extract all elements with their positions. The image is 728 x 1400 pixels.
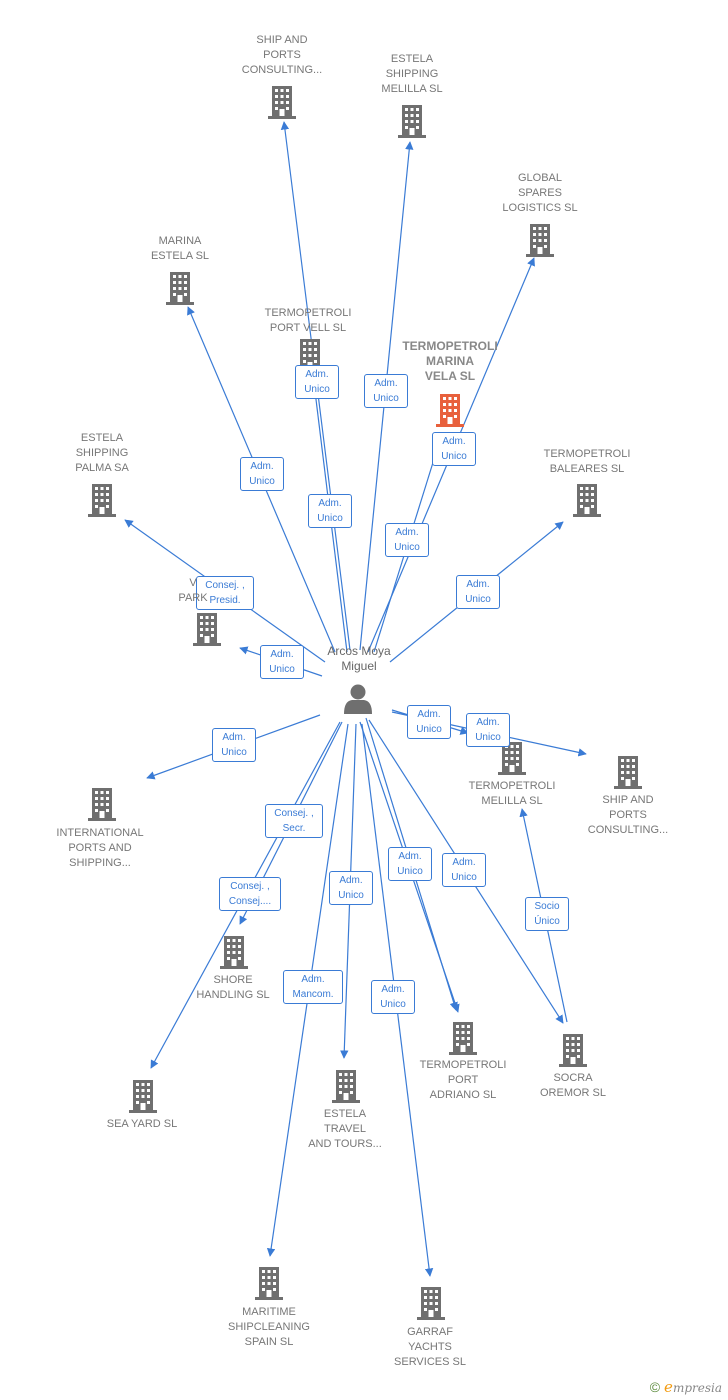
building-icon-sea-yard[interactable] (129, 1080, 157, 1113)
role-label-r3[interactable]: Adm. Unico (432, 432, 476, 466)
company-name-garraf[interactable]: GARRAF YACHTS SERVICES SL (394, 1326, 466, 1368)
role-label-r19[interactable]: Adm. Mancom. (283, 970, 343, 1004)
role-label-r21[interactable]: Socio Único (525, 897, 569, 931)
company-name-shore[interactable]: SHORE HANDLING SL (196, 974, 270, 1001)
company-name-baleares[interactable]: TERMOPETROLI BALEARES SL (543, 448, 631, 475)
empresia-logo: empresia (664, 1378, 722, 1396)
role-label-r16[interactable]: Adm. Unico (329, 871, 373, 905)
company-name-marina-estela[interactable]: MARINA ESTELA SL (150, 235, 210, 262)
building-icon-v-park[interactable] (193, 613, 221, 646)
role-label-r18[interactable]: Adm. Unico (442, 853, 486, 887)
role-label-r9[interactable]: Adm. Unico (260, 645, 304, 679)
company-name-maritime[interactable]: MARITIME SHIPCLEANING SPAIN SL (228, 1306, 310, 1348)
company-name-port-vell[interactable]: TERMOPETROLI PORT VELL SL (264, 307, 352, 334)
company-name-international[interactable]: INTERNATIONAL PORTS AND SHIPPING... (56, 827, 144, 869)
role-label-r17[interactable]: Adm. Unico (388, 847, 432, 881)
company-name-estela-travel[interactable]: ESTELA TRAVEL AND TOURS... (308, 1108, 382, 1150)
company-name-socra[interactable]: SOCRA OREMOR SL (539, 1072, 606, 1099)
person-name[interactable]: Arcos Moya Miguel (327, 644, 391, 673)
copyright-symbol: © (649, 1379, 661, 1395)
company-name-marina-vela[interactable]: TERMOPETROLI MARINA VELA SL (402, 339, 498, 383)
company-name-sea-yard[interactable]: SEA YARD SL (106, 1118, 178, 1130)
role-label-r1[interactable]: Adm. Unico (295, 365, 339, 399)
building-icon-marina-estela[interactable] (166, 272, 194, 305)
building-icon-garraf[interactable] (417, 1287, 445, 1320)
building-icon-estela-travel[interactable] (332, 1070, 360, 1103)
role-label-r20[interactable]: Adm. Unico (371, 980, 415, 1014)
role-label-r12[interactable]: Adm. Unico (466, 713, 510, 747)
role-label-r10[interactable]: Adm. Unico (212, 728, 256, 762)
company-name-global-spares[interactable]: GLOBAL SPARES LOGISTICS SL (502, 172, 578, 214)
role-label-r7[interactable]: Adm. Unico (456, 575, 500, 609)
building-icon-marina-vela[interactable] (436, 394, 464, 427)
building-icon-ship-ports-1[interactable] (268, 86, 296, 119)
company-name-palma[interactable]: ESTELA SHIPPING PALMA SA (75, 432, 129, 474)
building-icon-international[interactable] (88, 788, 116, 821)
building-icon-ship-ports-2[interactable] (614, 756, 642, 789)
person-node[interactable] (344, 684, 372, 715)
building-icon-baleares[interactable] (573, 484, 601, 517)
company-name-ship-ports-1[interactable]: SHIP AND PORTS CONSULTING... (241, 34, 323, 76)
building-icon-shore[interactable] (220, 936, 248, 969)
company-name-estela-melilla[interactable]: ESTELA SHIPPING MELILLA SL (381, 53, 443, 95)
building-icon-socra[interactable] (559, 1034, 587, 1067)
company-name-ship-ports-2[interactable]: SHIP AND PORTS CONSULTING... (587, 794, 669, 836)
person-icon (344, 684, 372, 714)
building-icon-estela-melilla[interactable] (398, 105, 426, 138)
building-icon-palma[interactable] (88, 484, 116, 517)
building-icon-maritime[interactable] (255, 1267, 283, 1300)
role-label-r11[interactable]: Adm. Unico (407, 705, 451, 739)
role-label-r15[interactable]: Consej. , Consej.... (219, 877, 281, 911)
role-label-r8[interactable]: Consej. , Presid. (196, 576, 254, 610)
role-label-r14[interactable]: Consej. , Secr. (265, 804, 323, 838)
company-name-v-park[interactable]: V PARK (178, 577, 208, 604)
role-label-r6[interactable]: Adm. Unico (385, 523, 429, 557)
company-name-port-adriano[interactable]: TERMOPETROLI PORT ADRIANO SL (419, 1059, 507, 1101)
footer-brand: ©empresia (650, 1378, 722, 1396)
company-name-tp-melilla[interactable]: TERMOPETROLI MELILLA SL (468, 780, 556, 807)
building-icon-port-adriano[interactable] (449, 1022, 477, 1055)
building-icon-global-spares[interactable] (526, 224, 554, 257)
role-label-r4[interactable]: Adm. Unico (240, 457, 284, 491)
role-label-r5[interactable]: Adm. Unico (308, 494, 352, 528)
role-label-r2[interactable]: Adm. Unico (364, 374, 408, 408)
